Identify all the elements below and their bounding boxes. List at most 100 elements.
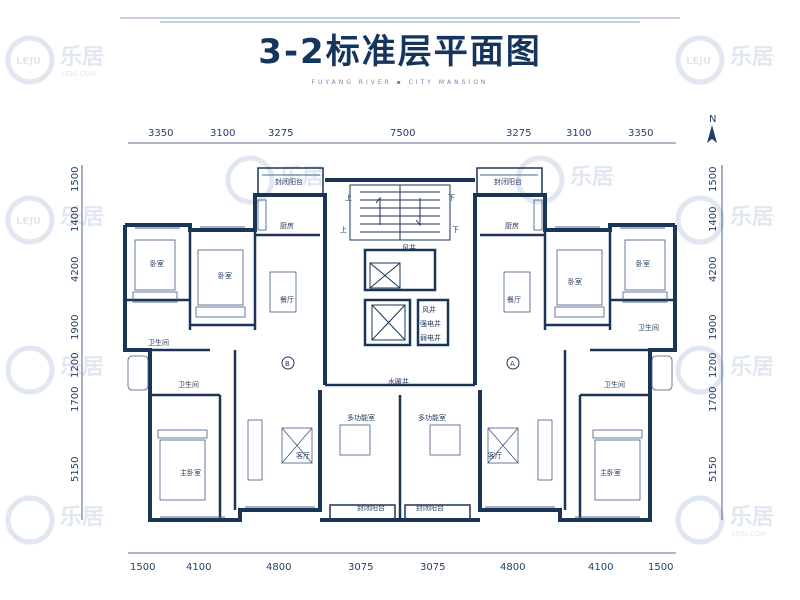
dim-left-1: 1500 [70,167,81,192]
elevator [369,262,406,341]
dim-left-4: 1900 [70,315,81,340]
top-dimensions: 3350 3100 3275 7500 3275 3100 3350 [148,128,653,139]
balcony-top [257,167,543,521]
room-water-shaft: 水暖井 [388,377,409,386]
room-kitchen-right: 厨房 [505,221,519,230]
room-multi-right: 多功能室 [418,413,446,422]
watermark-text: 乐居 [570,165,614,190]
dim-bottom-6: 4800 [500,562,525,573]
watermark: LEJU 乐居 LEJU.COM [5,35,104,85]
unit-marker-b: B [281,356,295,370]
room-dining-left: 餐厅 [280,295,294,304]
dim-bottom-1: 1500 [130,562,155,573]
watermark-sub: LEJU.COM [62,70,96,78]
room-bedroom-r1: 卧室 [636,259,650,268]
room-living-right: 客厅 [488,451,502,460]
dim-left-3: 4200 [70,257,81,282]
north-arrow: N [707,114,717,143]
dim-bottom-3: 4800 [266,562,291,573]
dim-left-6: 1700 [70,387,81,412]
dim-bottom-7: 4100 [588,562,613,573]
dim-top-5: 3275 [506,128,531,139]
watermark: 乐居 [675,195,774,245]
page-title: 3-2标准层平面图 [258,32,542,72]
room-bedroom-l1: 卧室 [150,259,164,268]
dim-bottom-8: 1500 [648,562,673,573]
dim-right-6: 1700 [708,387,719,412]
north-label: N [709,114,716,125]
stair-up-label-2: 上 [340,225,347,234]
room-bath-left: 卫生间 [148,338,169,347]
watermark: LEJU 乐居 [675,35,774,85]
room-kitchen-left: 厨房 [280,221,294,230]
watermark: 乐居 [5,495,104,545]
page-subtitle: FUYANG RIVER ▪ CITY MANSION [311,79,489,86]
dim-right-7: 5150 [708,457,719,482]
room-master-left: 主卧室 [180,468,201,477]
dim-left-7: 5150 [70,457,81,482]
room-living-left: 客厅 [296,451,310,460]
watermark: 乐居 [225,155,324,205]
dim-top-2: 3100 [210,128,235,139]
dim-top-1: 3350 [148,128,173,139]
right-dimensions: 1500 1400 4200 1900 1200 1700 5150 [708,167,719,482]
room-wind-shaft: 风井 [402,243,416,252]
watermark-logo: LEJU [16,216,41,227]
room-strong-shaft: 强电井 [420,319,441,328]
dim-right-4: 1900 [708,315,719,340]
watermark: 乐居 [675,345,774,395]
watermark-text: 乐居 [730,355,774,380]
dim-bottom-2: 4100 [186,562,211,573]
left-dimensions: 1500 1400 4200 1900 1200 1700 5150 [70,167,81,482]
room-wind-shaft2: 风井 [422,305,436,314]
title-decoration [120,17,680,23]
stair-down-label: 下 [448,194,455,202]
dim-top-7: 3350 [628,128,653,139]
dim-right-3: 4200 [708,257,719,282]
dim-bottom-5: 3075 [420,562,445,573]
room-weak-shaft: 弱电井 [420,333,441,342]
windows [135,174,665,518]
unit-marker-a: A [506,356,520,370]
watermark: 乐居 LEJU.COM [675,495,774,545]
dim-top-6: 3100 [566,128,591,139]
room-bedroom-l2: 卧室 [218,271,232,280]
furniture [127,199,673,501]
room-bath-left2: 卫生间 [178,380,199,389]
room-balcony-left: 封闭阳台 [275,177,303,186]
dim-right-5: 1200 [708,353,719,378]
dim-top-3: 3275 [268,128,293,139]
watermark: LEJU 乐居 [5,195,104,245]
room-bedroom-r2: 卧室 [568,277,582,286]
watermark-logo: LEJU [686,56,711,67]
watermark-layer: LEJU 乐居 LEJU.COM LEJU 乐居 LEJU 乐居 乐居 乐居 乐… [5,35,774,545]
dim-right-1: 1500 [708,167,719,192]
unit-a-label: A [510,360,515,368]
room-labels: 封闭阳台 封闭阳台 厨房 厨房 卧室 卧室 卧室 卧室 餐厅 餐厅 卫生间 卫生… [148,177,659,512]
room-balcony-br: 封闭阳台 [416,503,444,512]
watermark-logo: LEJU [16,56,41,67]
watermark-text: 乐居 [60,45,104,70]
room-balcony-bl: 封闭阳台 [357,503,385,512]
unit-b-label: B [285,360,290,368]
watermark-sub: LEJU.COM [732,530,766,538]
stair-down-label-2: 下 [452,226,459,234]
watermark-text: 乐居 [730,45,774,70]
dim-left-2: 1400 [70,207,81,232]
room-master-right: 主卧室 [600,468,621,477]
dim-left-5: 1200 [70,353,81,378]
room-bath-right2: 卫生间 [604,380,625,389]
room-balcony-right: 封闭阳台 [494,177,522,186]
watermark-text: 乐居 [280,165,324,190]
room-dining-right: 餐厅 [507,295,521,304]
dimension-lines [81,142,723,554]
stair-up-label: 上 [345,193,352,202]
room-bath-right: 卫生间 [638,323,659,332]
dim-right-2: 1400 [708,207,719,232]
watermark: 乐居 [515,155,614,205]
watermark-text: 乐居 [730,505,774,530]
room-multi-left: 多功能室 [347,413,375,422]
bottom-dimensions: 1500 4100 4800 3075 3075 4800 4100 1500 [130,562,673,573]
staircase [349,184,451,241]
